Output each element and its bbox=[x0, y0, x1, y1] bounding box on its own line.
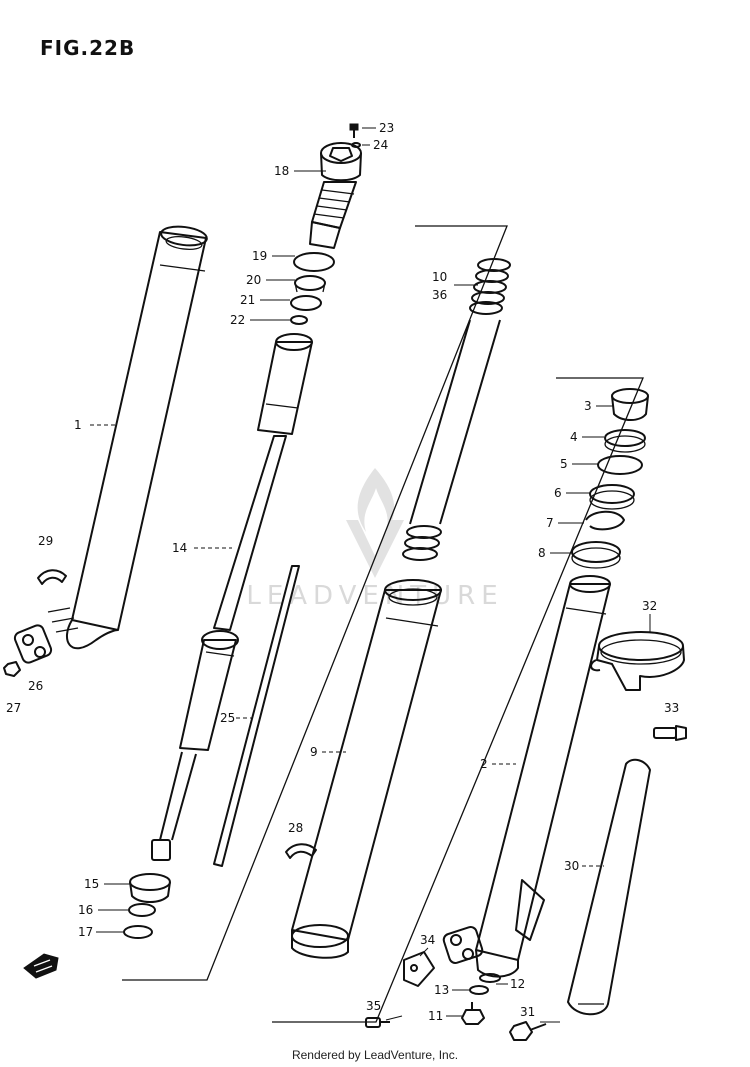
part-22-ring bbox=[290, 315, 308, 325]
label-19: 19 bbox=[252, 249, 267, 263]
label-5: 5 bbox=[560, 457, 568, 471]
part-labels: 23 24 18 19 20 21 22 10 36 1 3 4 5 6 7 8… bbox=[6, 121, 679, 1023]
part-4-washer bbox=[604, 429, 646, 453]
footer-credit: Rendered by LeadVenture, Inc. bbox=[291, 1048, 459, 1062]
label-15: 15 bbox=[84, 877, 99, 891]
assembly-outline-right bbox=[272, 377, 644, 1023]
part-34-guide bbox=[403, 951, 435, 987]
label-1: 1 bbox=[74, 418, 82, 432]
label-30: 30 bbox=[564, 859, 579, 873]
label-20: 20 bbox=[246, 273, 261, 287]
part-33-bolt bbox=[653, 725, 687, 741]
part-28-clip bbox=[285, 843, 317, 859]
label-36: 36 bbox=[432, 288, 447, 302]
label-31: 31 bbox=[520, 1005, 535, 1019]
label-8: 8 bbox=[538, 546, 546, 560]
label-25: 25 bbox=[220, 711, 235, 725]
part-17-ring bbox=[123, 925, 153, 939]
part-31-bolt bbox=[509, 1021, 547, 1041]
part-24-washer bbox=[351, 142, 361, 148]
part-axle-bracket-left bbox=[13, 607, 79, 664]
part-6-oil-seal bbox=[589, 484, 635, 510]
part-27-nut bbox=[3, 661, 21, 677]
part-32-clamp bbox=[590, 631, 685, 691]
label-12: 12 bbox=[510, 977, 525, 991]
label-32: 32 bbox=[642, 599, 657, 613]
part-23-screw bbox=[349, 123, 359, 138]
part-20-ring bbox=[294, 275, 326, 293]
label-3: 3 bbox=[584, 399, 592, 413]
part-35-screw bbox=[365, 1017, 390, 1028]
label-7: 7 bbox=[546, 516, 554, 530]
part-7-circlip bbox=[585, 510, 625, 531]
part-12-washer bbox=[479, 973, 501, 983]
label-4: 4 bbox=[570, 430, 578, 444]
part-29-clip bbox=[37, 569, 67, 585]
label-34: 34 bbox=[420, 933, 435, 947]
label-2: 2 bbox=[480, 757, 488, 771]
label-6: 6 bbox=[554, 486, 562, 500]
part-2-outer-tube-right bbox=[442, 575, 611, 978]
part-25-rod bbox=[213, 565, 300, 867]
watermark-v-icon bbox=[346, 520, 404, 578]
label-13: 13 bbox=[434, 983, 449, 997]
part-8-dust-seal bbox=[571, 541, 621, 569]
label-17: 17 bbox=[78, 925, 93, 939]
label-21: 21 bbox=[240, 293, 255, 307]
part-11-drain-bolt bbox=[461, 1002, 485, 1025]
part-16-ring bbox=[128, 903, 156, 917]
label-16: 16 bbox=[78, 903, 93, 917]
part-14-damper-tube bbox=[151, 333, 313, 861]
watermark-flame-icon bbox=[357, 468, 395, 532]
part-3-bushing bbox=[611, 388, 649, 421]
label-24: 24 bbox=[373, 138, 388, 152]
label-18: 18 bbox=[274, 164, 289, 178]
part-9-inner-tube bbox=[291, 579, 442, 959]
label-26: 26 bbox=[28, 679, 43, 693]
label-28: 28 bbox=[288, 821, 303, 835]
part-5-ring bbox=[597, 455, 643, 475]
label-27: 27 bbox=[6, 701, 21, 715]
front-direction-arrow-icon bbox=[23, 953, 59, 979]
figure-title: FIG.22B bbox=[40, 36, 136, 60]
part-10-fork-spring bbox=[402, 258, 511, 561]
label-11: 11 bbox=[428, 1009, 443, 1023]
leader-lines bbox=[90, 127, 651, 1023]
label-29: 29 bbox=[38, 534, 53, 548]
assembly-outline-center bbox=[122, 225, 508, 981]
label-22: 22 bbox=[230, 313, 245, 327]
part-18-cap-bolt bbox=[309, 142, 362, 249]
part-1-outer-tube-left bbox=[66, 225, 208, 650]
label-10: 10 bbox=[432, 270, 447, 284]
label-35: 35 bbox=[366, 999, 381, 1013]
part-15-seal bbox=[129, 873, 171, 903]
part-30-fork-guard bbox=[567, 758, 651, 1016]
part-13-gasket bbox=[469, 985, 489, 995]
label-14: 14 bbox=[172, 541, 187, 555]
label-33: 33 bbox=[664, 701, 679, 715]
part-19-o-ring bbox=[293, 252, 335, 272]
part-21-ring bbox=[290, 295, 322, 311]
label-9: 9 bbox=[310, 745, 318, 759]
label-23: 23 bbox=[379, 121, 394, 135]
